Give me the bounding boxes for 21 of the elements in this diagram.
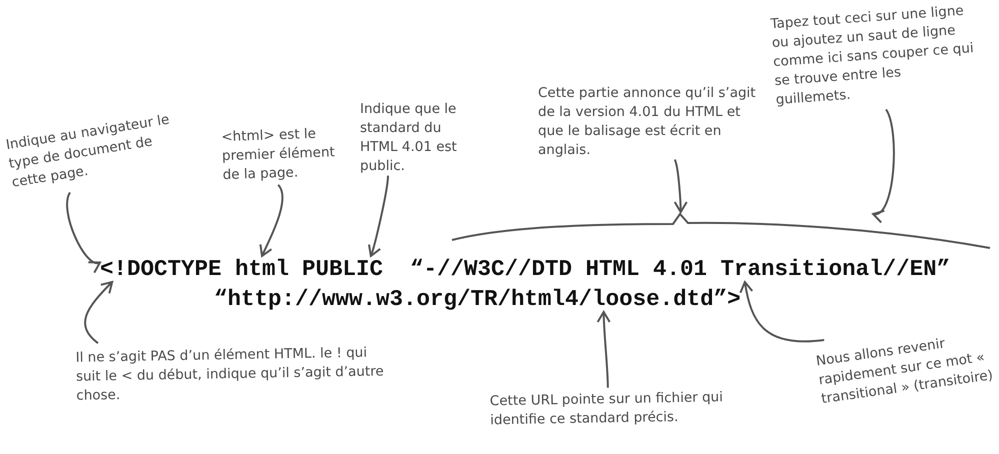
arrow — [740, 281, 824, 342]
annotation-text: Cette partie annonce qu’il s’agit de la version 4.01 du HTML et que le balisage est écrit en anglais. — [538, 84, 766, 160]
annotation-text: Il ne s’agit PAS d’un élément HTML. le ! qui suit le < du début, indique qu’il s’agit d’autre chose. — [76, 343, 396, 406]
annotation-text: Cette URL pointe sur un fichier qui identifie ce standard précis. — [490, 388, 752, 430]
code-token: “http://www.w3.org/TR/html4/loose.dtd”> — [214, 286, 741, 312]
annotation-text: Tapez tout ceci sur une ligne ou ajoutez un saut de ligne comme ici sans couper ce qui se trouve entre les guillemets. — [770, 0, 982, 110]
arrow — [260, 184, 284, 257]
arrow — [674, 159, 688, 213]
arrow — [872, 109, 895, 220]
annotation-text: Indique que le standard du HTML 4.01 est public. — [360, 100, 472, 176]
annotation-text: Indique au navigateur le type de document de cette page. — [4, 108, 192, 192]
code-token: PUBLIC — [302, 256, 384, 282]
code-token: html — [235, 256, 290, 282]
code-token: <!DOCTYPE — [100, 256, 222, 282]
arrow — [84, 281, 114, 344]
arrow — [596, 311, 611, 388]
code-token: “-//W3C//DTD HTML 4.01 Transitional//EN” — [410, 256, 950, 282]
annotation-text: Nous allons revenir rapidement sur ce mot « transitional » (transitoire) — [814, 328, 999, 409]
annotation-text: <html> est le premier élément de la page. — [221, 124, 348, 185]
arrow — [367, 176, 389, 257]
arrow — [66, 192, 101, 272]
